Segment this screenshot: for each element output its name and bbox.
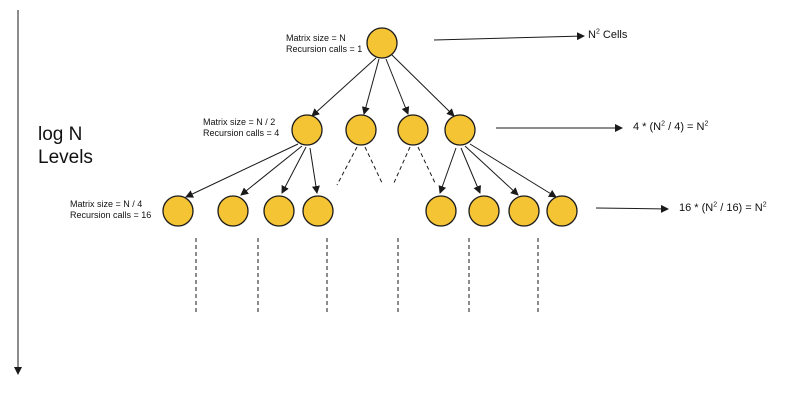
level-2-calls-label: Recursion calls = 16 bbox=[70, 210, 152, 220]
dashed-branches-middle bbox=[336, 146, 437, 186]
levels-label-line2: Levels bbox=[38, 147, 93, 168]
level-0-calls-label: Recursion calls = 1 bbox=[286, 44, 363, 54]
level-0-cost: N2 Cells bbox=[588, 28, 628, 41]
level-1-nodes bbox=[291, 114, 476, 146]
level-2-cost: 16 * (N2 / 16) = N2 bbox=[679, 201, 767, 214]
level-1-cost: 4 * (N2 / 4) = N2 bbox=[633, 120, 709, 133]
edges-level-1-to-2-right bbox=[438, 143, 557, 198]
cost-arrow-level-2 bbox=[595, 204, 669, 213]
edges-level-0-to-1 bbox=[311, 54, 455, 117]
level-2-size-label: Matrix size = N / 4 bbox=[70, 199, 143, 209]
edges-level-1-to-2-left bbox=[185, 143, 320, 198]
level-0-size-label: Matrix size = N bbox=[286, 33, 346, 43]
level-2-nodes bbox=[162, 195, 578, 227]
root-node bbox=[366, 27, 398, 59]
levels-label-line1: log N bbox=[38, 124, 83, 145]
dashed-continuation-lines bbox=[195, 238, 539, 312]
level-1-calls-label: Recursion calls = 4 bbox=[203, 128, 280, 138]
level-1-size-label: Matrix size = N / 2 bbox=[203, 117, 276, 127]
cost-arrow-level-0 bbox=[433, 32, 585, 41]
